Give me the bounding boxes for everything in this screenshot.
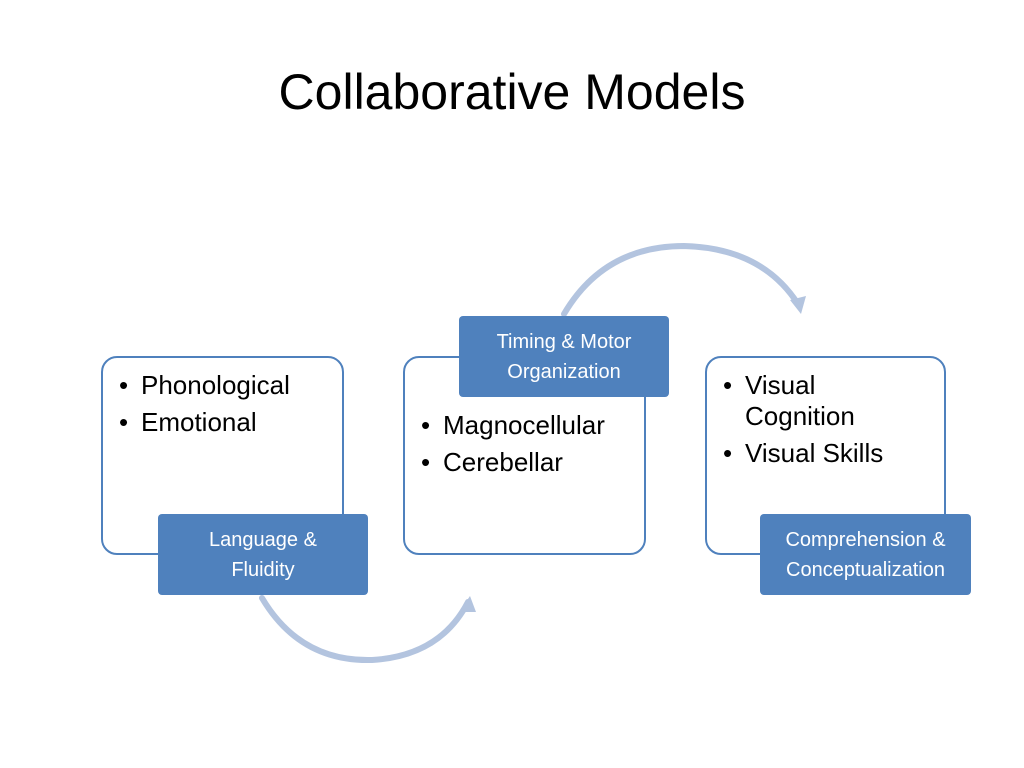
stage-2-label: Timing & Motor Organization bbox=[459, 316, 669, 397]
bullet-dot-icon: • bbox=[119, 370, 129, 400]
arrow-stage2-to-stage3 bbox=[561, 242, 806, 317]
stage-2-bullet-1: •Magnocellular bbox=[421, 410, 605, 440]
stage-1-bullet-list: •Phonological •Emotional bbox=[117, 370, 332, 438]
stage-2-bullet-2: •Cerebellar bbox=[421, 447, 563, 478]
slide-title: Collaborative Models bbox=[278, 64, 746, 120]
stage-3-bullet-2: •Visual Skills bbox=[723, 438, 884, 469]
bullet-dot-icon: • bbox=[723, 370, 733, 400]
bullet-dot-icon: • bbox=[421, 447, 431, 478]
stage-2-bullet-list: •Magnocellular •Cerebellar bbox=[419, 410, 634, 478]
stage-3-label: Comprehension & Conceptualization bbox=[760, 514, 971, 595]
arrow-stage1-to-stage2 bbox=[259, 595, 476, 664]
bullet-dot-icon: • bbox=[421, 410, 431, 440]
stage-3-bullet-list: •Visual Cognition •Visual Skills bbox=[721, 370, 934, 470]
stage-3-bullet-1: •Visual Cognition bbox=[723, 370, 855, 432]
stage-1-label: Language & Fluidity bbox=[158, 514, 368, 595]
bullet-dot-icon: • bbox=[119, 407, 129, 438]
bullet-dot-icon: • bbox=[723, 438, 733, 469]
stage-1-bullet-2: •Emotional bbox=[119, 407, 257, 438]
stage-1-bullet-1: •Phonological bbox=[119, 370, 290, 400]
